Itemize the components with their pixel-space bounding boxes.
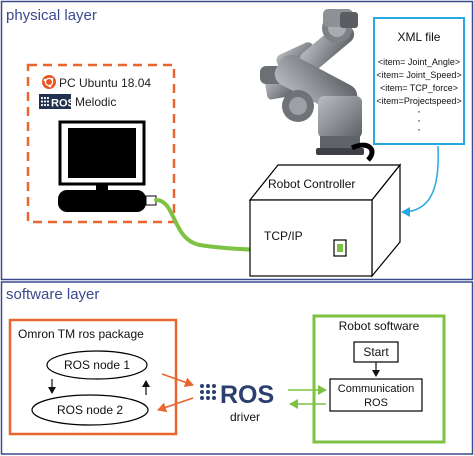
computer-base-icon <box>58 190 146 212</box>
pc-box: PC Ubuntu 18.04 ROS Melodic <box>26 63 176 224</box>
pc-dashed-frame <box>26 63 176 224</box>
ubuntu-icon <box>42 75 56 89</box>
software-layer-title: software layer <box>6 286 99 303</box>
xml-item: <item=Projectspeed> <box>376 96 461 106</box>
ros-driver-logo: ROS driver <box>196 381 284 424</box>
package-to-driver-arrow <box>161 373 194 388</box>
pc-os-label: PC Ubuntu 18.04 <box>59 76 151 90</box>
ros-version-label: Melodic <box>75 95 116 109</box>
ros-node-1-label: ROS node 1 <box>64 358 130 372</box>
computer-monitor-icon <box>58 120 146 190</box>
software-layer-section: software layer Omron TM ros package ROS … <box>0 281 474 455</box>
communication-label: Communication <box>338 383 414 395</box>
robot-software-box: Robot software Start Communication ROS <box>312 314 446 444</box>
xml-file-box: XML file <item= Joint_Angle> <item= Join… <box>373 17 465 145</box>
physical-layer-title: physical layer <box>6 7 97 24</box>
xml-item: <item= Joint_Speed> <box>376 70 461 80</box>
ros-node-2-label: ROS node 2 <box>57 403 123 417</box>
driver-to-package-arrow <box>157 397 194 413</box>
xml-ellipsis-dot: · <box>417 113 421 127</box>
ros-driver-logo-text: ROS <box>220 381 274 409</box>
xml-file-frame <box>373 17 465 145</box>
physical-layer-section: physical layer PC Ubuntu 18.04 <box>0 0 474 281</box>
robot-controller-label: Robot Controller <box>268 177 355 191</box>
xml-item: <item= TCP_force> <box>380 83 458 93</box>
xml-file-title: XML file <box>398 30 441 44</box>
ros-logo-text: ROS <box>51 98 75 110</box>
software-layer-frame <box>0 281 474 455</box>
omron-ros-package-box: Omron TM ros package ROS node 1 ROS node… <box>8 318 178 436</box>
xml-ellipsis-dot: · <box>417 122 421 136</box>
ros-node-1 <box>46 350 148 380</box>
start-label: Start <box>363 345 389 359</box>
ros-node-2 <box>31 394 149 426</box>
robot-software-frame <box>312 314 446 444</box>
xml-ellipsis-dot: · <box>417 104 421 118</box>
robot-arm-image <box>260 9 375 162</box>
omron-package-frame <box>8 318 178 436</box>
physical-layer-frame <box>0 0 474 281</box>
robot-controller-box: Robot Controller TCP/IP <box>248 163 402 278</box>
robot-software-title: Robot software <box>339 319 420 333</box>
omron-package-title: Omron TM ros package <box>18 327 144 341</box>
communication-box <box>329 378 423 412</box>
communication-ros-label: ROS <box>364 397 388 409</box>
tcp-ip-label: TCP/IP <box>264 229 303 243</box>
ros-driver-label: driver <box>230 410 260 424</box>
xml-to-controller-arrow <box>401 145 439 217</box>
ros-logo-icon: ROS <box>39 94 75 110</box>
xml-item: <item= Joint_Angle> <box>378 57 460 67</box>
